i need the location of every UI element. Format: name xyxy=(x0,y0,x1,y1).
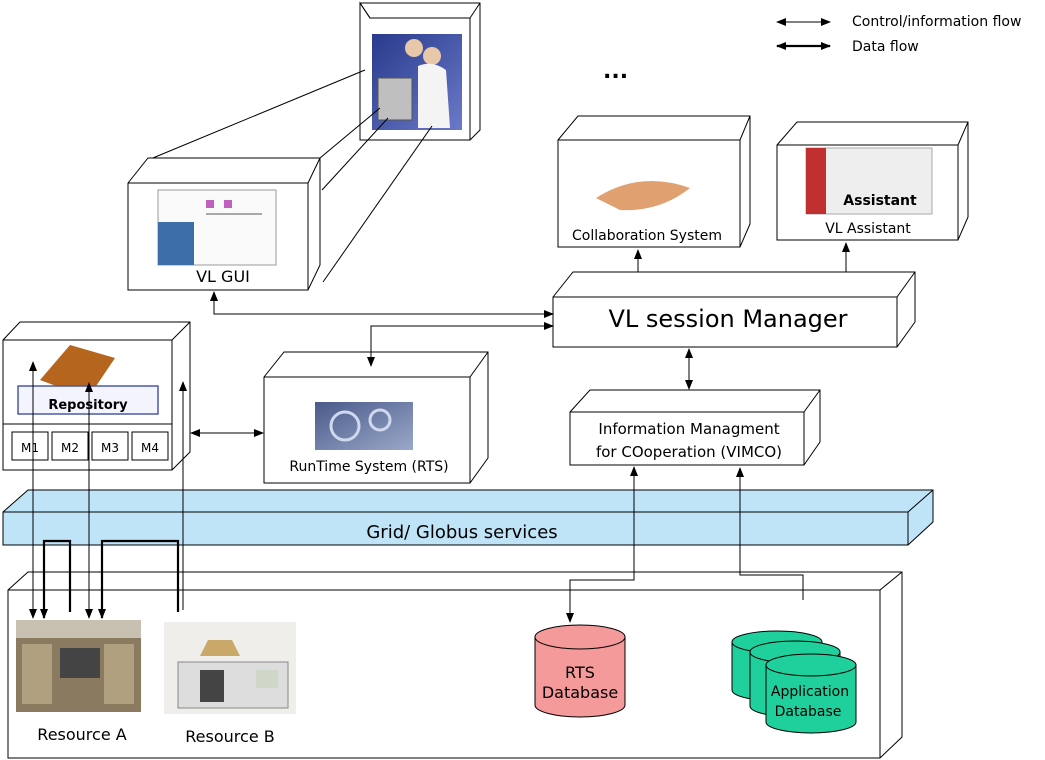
arrow-vimco-rtsdb xyxy=(566,466,638,623)
vimco-label-line2: for COoperation (VIMCO) xyxy=(596,443,782,461)
collaboration-box: Collaboration System xyxy=(557,115,751,248)
collaboration-label: Collaboration System xyxy=(572,228,722,244)
arrow-appdb-vimco xyxy=(736,467,804,600)
vl-gui-box: VL GUI xyxy=(127,157,321,291)
module-m4: M4 xyxy=(141,441,159,455)
resource-a-label: Resource A xyxy=(37,725,126,744)
ellipsis: ... xyxy=(603,59,628,84)
session-manager-label: VL session Manager xyxy=(608,305,847,333)
connection-arrows xyxy=(29,242,850,623)
application-database: Application Database xyxy=(731,630,857,734)
arrow-session-rts xyxy=(367,322,554,367)
assistant-product-image xyxy=(805,147,933,215)
vimco-box: Information Managment for COoperation (V… xyxy=(569,389,821,466)
assistant-label: VL Assistant xyxy=(825,221,911,237)
vimco-label-line1: Information Managment xyxy=(598,420,779,438)
module-m1: M1 xyxy=(21,441,39,455)
grid-label: Grid/ Globus services xyxy=(366,522,557,543)
rts-box: RunTime System (RTS) xyxy=(263,351,489,484)
data-flow-b xyxy=(98,539,180,619)
repository-icon xyxy=(40,345,115,398)
grid-band: Grid/ Globus services xyxy=(2,489,934,546)
repository-label: Repository xyxy=(48,398,128,413)
vl-gui-label: VL GUI xyxy=(196,267,250,286)
rts-label: RunTime System (RTS) xyxy=(289,459,448,475)
resource-b-label: Resource B xyxy=(185,727,274,746)
user-picture-box xyxy=(359,1,481,141)
rts-database: RTS Database xyxy=(534,624,626,718)
assistant-logo-text: Assistant xyxy=(843,193,917,209)
resource-b: Resource B xyxy=(164,622,296,746)
session-manager-box: VL session Manager xyxy=(552,271,916,348)
data-flow-a xyxy=(40,539,72,619)
module-m3: M3 xyxy=(101,441,119,455)
legend-data-label: Data flow xyxy=(852,39,919,55)
arrow-gui-session xyxy=(210,291,554,318)
resource-a: Resource A xyxy=(16,620,141,744)
module-m2: M2 xyxy=(61,441,79,455)
repository-box: Repository M1 M2 M3 M4 xyxy=(2,321,191,471)
assistant-box: Assistant VL Assistant xyxy=(776,121,969,241)
handshake-icon xyxy=(596,180,690,211)
app-db-label-line2: Database xyxy=(775,704,842,720)
rts-db-label-line2: Database xyxy=(542,683,618,702)
legend-control-label: Control/information flow xyxy=(852,14,1021,30)
app-db-label-line1: Application xyxy=(771,684,849,700)
legend: Control/information flow Data flow xyxy=(776,14,1021,55)
rts-db-label-line1: RTS xyxy=(565,663,595,682)
